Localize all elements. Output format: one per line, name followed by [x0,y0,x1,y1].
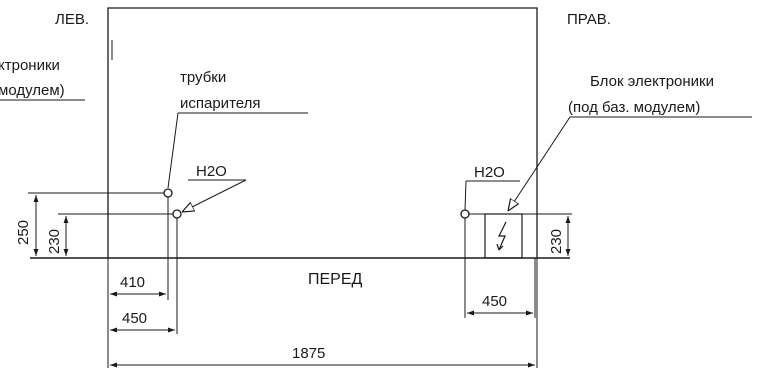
tubes-label-2: испарителя [180,95,261,112]
left-side-label: ЛЕВ. [55,11,89,28]
front-label: ПЕРЕД [308,271,363,288]
h2o-right-leader [464,180,467,211]
right-side-label: ПРАВ. [567,11,611,28]
h2o-right-label: H2O [474,164,505,181]
h2o-left-label: H2O [196,163,227,180]
unit-outline [107,7,538,258]
tubes-label-1: трубки [180,69,226,86]
h2o-left-leader [182,179,247,212]
tube-connection-point [163,188,173,198]
electronics-label-2: (под баз. модулем) [568,99,700,116]
dim-450-right-value: 450 [482,293,507,310]
dim-230-left-value: 230 [46,229,63,254]
dim-1875-value: 1875 [292,345,325,362]
lightning-icon [496,221,507,251]
dim-250-value: 250 [15,220,32,245]
h2o-right-connection-point [460,209,470,219]
electronics-label-1: Блок электроники [590,73,714,90]
left-electronics-label-2: модулем) [0,82,65,99]
dim-230-right-value: 230 [548,229,565,254]
electronics-leader [508,116,571,211]
tubes-leader [167,112,179,189]
left-electronics-label-1: ктроники [0,57,60,74]
h2o-left-connection-point [172,209,182,219]
dim-410-value: 410 [120,274,145,291]
dim-450-left-value: 450 [122,310,147,327]
